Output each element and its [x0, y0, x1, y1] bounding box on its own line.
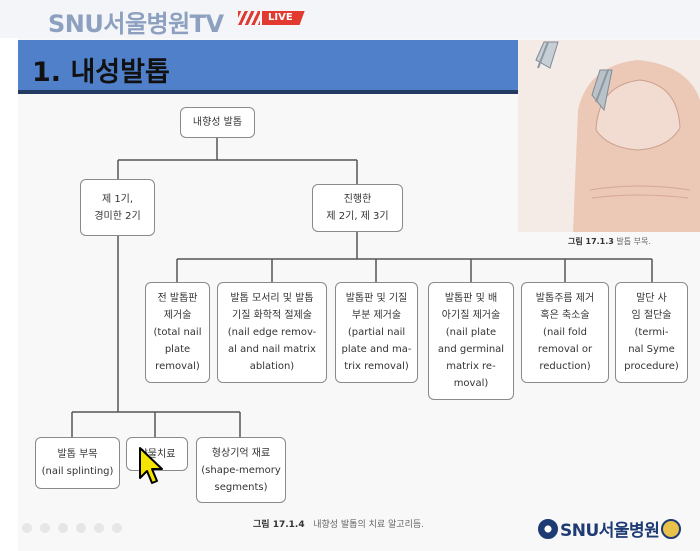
nail-splint-photo — [518, 40, 700, 232]
photo-caption: 그림 17.1.3 발톱 부목. — [568, 236, 651, 247]
title-underline — [18, 90, 518, 94]
slide-pager — [22, 523, 122, 533]
option-terminal-syme: 말단 사 임 절단술 (termi- nal Syme procedure) — [615, 282, 688, 383]
photo-caption-label: 그림 17.1.3 — [568, 237, 614, 246]
option-plate-germinal-matrix-removal: 발톱판 및 배 아기질 제거술 (nail plate and germinal… — [428, 282, 514, 400]
pager-dot[interactable] — [58, 523, 68, 533]
live-label: LIVE — [262, 11, 305, 25]
root-box: 내향성 발톱 — [180, 107, 255, 138]
pager-dot[interactable] — [94, 523, 104, 533]
mild-stage-box: 제 1기, 경미한 2기 — [80, 179, 155, 236]
diagram-caption-text: 내향성 발톱의 치료 알고리듬. — [313, 520, 424, 530]
slide-title-bar: 1. 내성발톱 — [18, 40, 518, 94]
top-bar: SNU서울병원TV LIVE — [0, 0, 700, 38]
diagram-caption: 그림 17.1.4 내향성 발톱의 치료 알고리듬. — [253, 517, 424, 530]
advanced-stage-box: 진행한 제 2기, 제 3기 — [312, 184, 403, 232]
pager-dot[interactable] — [76, 523, 86, 533]
photo-caption-text: 발톱 부목. — [616, 237, 651, 246]
live-stripes-icon — [238, 11, 260, 25]
option-nail-fold-reduction: 발톱주름 제거 혹은 축소술 (nail fold removal or red… — [521, 282, 609, 383]
option-total-plate-removal: 전 발톱판 제거술 (total nail plate removal) — [145, 282, 210, 383]
pager-dot[interactable] — [40, 523, 50, 533]
option-nail-splinting: 발톱 부목 (nail splinting) — [35, 437, 120, 489]
slide-title: 1. 내성발톱 — [32, 57, 170, 88]
hospital-logo: SNU서울병원 — [538, 516, 682, 541]
mouse-pointer-icon — [139, 447, 163, 484]
pager-dot[interactable] — [112, 523, 122, 533]
live-badge: LIVE — [238, 10, 305, 26]
option-shape-memory: 형상기억 재료 (shape-memory segments) — [196, 437, 286, 503]
diagram-caption-label: 그림 17.1.4 — [253, 520, 305, 530]
option-edge-matrix-ablation: 발톱 모서리 및 발톱 기질 화학적 절제술 (nail edge remov-… — [217, 282, 327, 383]
mascot-icon — [661, 518, 682, 539]
logo-text: SNU서울병원 — [560, 521, 660, 541]
option-partial-plate-matrix-removal: 발톱판 및 기질 부분 제거술 (partial nail plate and … — [335, 282, 418, 383]
toe-illustration — [518, 40, 700, 232]
pager-dot[interactable] — [22, 523, 32, 533]
option-medication: 약물치료 — [126, 437, 188, 471]
emblem-icon — [538, 518, 558, 539]
channel-brand: SNU서울병원TV — [48, 10, 224, 38]
